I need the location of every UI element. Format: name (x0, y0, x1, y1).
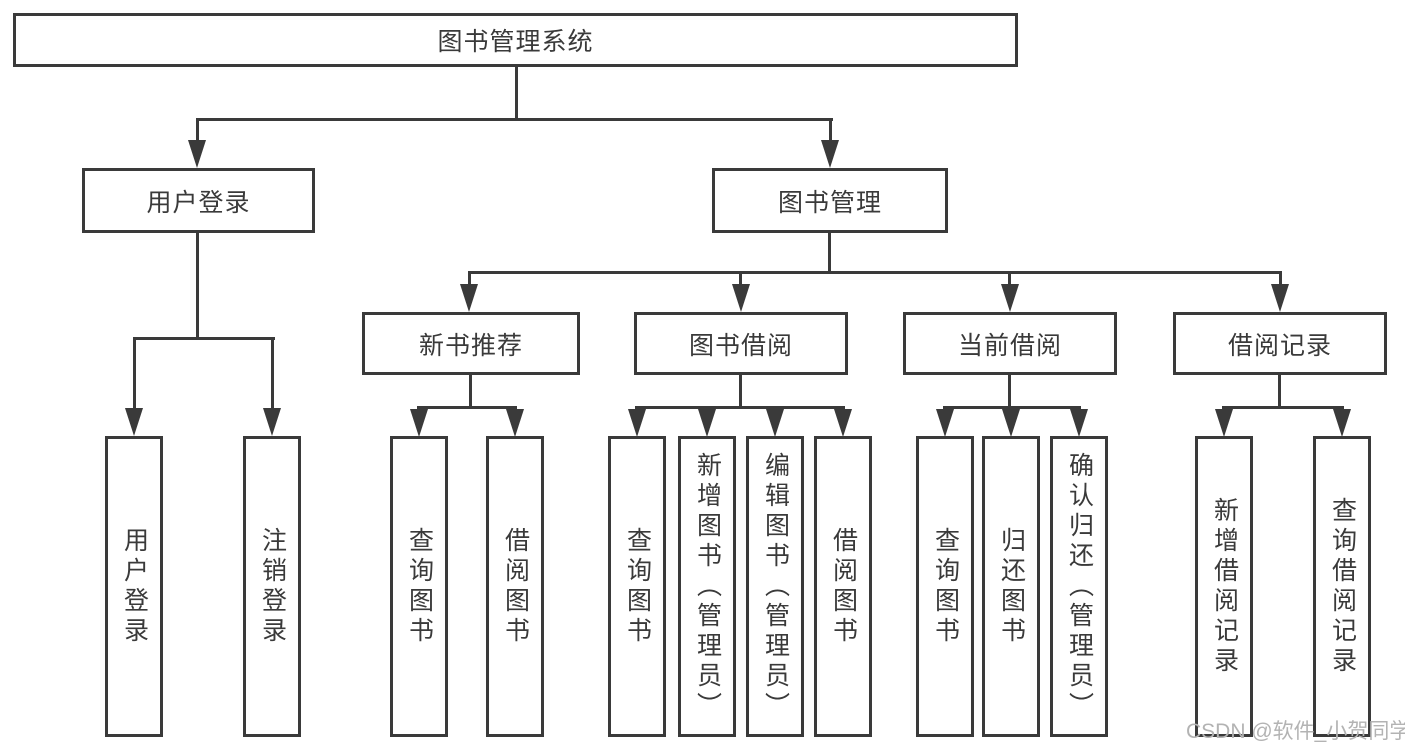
connector-drop-book-borrow (739, 274, 742, 286)
leaf-label: 查询图书 (623, 526, 652, 647)
leaf-label: 新增借阅记录 (1210, 496, 1239, 677)
arrow-down-icon (1001, 284, 1019, 312)
leaf-borrow-books-borrow: 借阅图书 (814, 436, 872, 737)
connector-book-borrow-stub (739, 375, 742, 406)
leaf-label: 编辑图书（管理员） (761, 451, 790, 722)
arrow-down-icon (1333, 409, 1351, 437)
arrow-down-icon (263, 408, 281, 436)
connector-level3-rail (468, 271, 1282, 274)
arrow-down-icon (410, 409, 428, 437)
arrow-down-icon (460, 284, 478, 312)
leaf-add-book-admin: 新增图书（管理员） (678, 436, 736, 737)
leaf-user-login: 用户登录 (105, 436, 163, 737)
connector-borrow-records-rail (1222, 406, 1344, 409)
connector-user-login-stub (196, 233, 199, 337)
node-user-login: 用户登录 (82, 168, 315, 233)
leaf-label: 查询图书 (405, 526, 434, 647)
leaf-query-books-current: 查询图书 (916, 436, 974, 737)
node-borrow-records: 借阅记录 (1173, 312, 1387, 375)
leaf-edit-book-admin: 编辑图书（管理员） (746, 436, 804, 737)
connector-new-book-rail (417, 406, 517, 409)
leaf-label: 借阅图书 (501, 526, 530, 647)
leaf-label: 查询借阅记录 (1328, 496, 1357, 677)
connector-drop-book-management (829, 121, 832, 143)
arrow-down-icon (1271, 284, 1289, 312)
arrow-down-icon (936, 409, 954, 437)
connector-drop-leaf (271, 340, 274, 408)
arrow-down-icon (1002, 409, 1020, 437)
connector-user-login-rail (133, 337, 275, 340)
csdn-watermark: CSDN @软件_小贺同学 (1186, 720, 1405, 743)
arrow-down-icon (766, 409, 784, 437)
leaf-query-books-recommend: 查询图书 (390, 436, 448, 737)
arrow-down-icon (628, 409, 646, 437)
arrow-down-icon (821, 140, 839, 168)
connector-new-book-stub (469, 375, 472, 406)
arrow-down-icon (188, 140, 206, 168)
leaf-confirm-return-admin: 确认归还（管理员） (1050, 436, 1108, 737)
connector-drop-new-book (468, 274, 471, 286)
connector-drop-current-borrow (1008, 274, 1011, 286)
arrow-down-icon (506, 409, 524, 437)
arrow-down-icon (732, 284, 750, 312)
connector-current-borrow-stub (1008, 375, 1011, 406)
leaf-label: 新增图书（管理员） (693, 451, 722, 722)
connector-book-management-stub (828, 233, 831, 271)
arrow-down-icon (1070, 409, 1088, 437)
node-book-borrow: 图书借阅 (634, 312, 848, 375)
leaf-label: 查询图书 (931, 526, 960, 647)
connector-drop-leaf (133, 340, 136, 408)
node-current-borrow: 当前借阅 (903, 312, 1117, 375)
leaf-query-books-borrow: 查询图书 (608, 436, 666, 737)
connector-level2-rail (196, 118, 833, 121)
connector-borrow-records-stub (1278, 375, 1281, 406)
connector-drop-borrow-records (1279, 274, 1282, 286)
leaf-add-borrow-record: 新增借阅记录 (1195, 436, 1253, 737)
connector-book-borrow-rail (635, 406, 845, 409)
leaf-return-books: 归还图书 (982, 436, 1040, 737)
arrow-down-icon (834, 409, 852, 437)
arrow-down-icon (1215, 409, 1233, 437)
leaf-query-borrow-record: 查询借阅记录 (1313, 436, 1371, 737)
leaf-label: 借阅图书 (829, 526, 858, 647)
node-book-management: 图书管理 (712, 168, 948, 233)
leaf-label: 用户登录 (120, 526, 149, 647)
node-new-book-recommend: 新书推荐 (362, 312, 580, 375)
leaf-logout-login: 注销登录 (243, 436, 301, 737)
leaf-label: 确认归还（管理员） (1065, 451, 1094, 722)
node-root: 图书管理系统 (13, 13, 1018, 67)
leaf-label: 注销登录 (258, 526, 287, 647)
arrow-down-icon (125, 408, 143, 436)
arrow-down-icon (698, 409, 716, 437)
connector-current-borrow-rail (943, 406, 1081, 409)
leaf-label: 归还图书 (997, 526, 1026, 647)
connector-drop-user-login (196, 121, 199, 143)
connector-root-stub (515, 67, 518, 118)
leaf-borrow-books-recommend: 借阅图书 (486, 436, 544, 737)
